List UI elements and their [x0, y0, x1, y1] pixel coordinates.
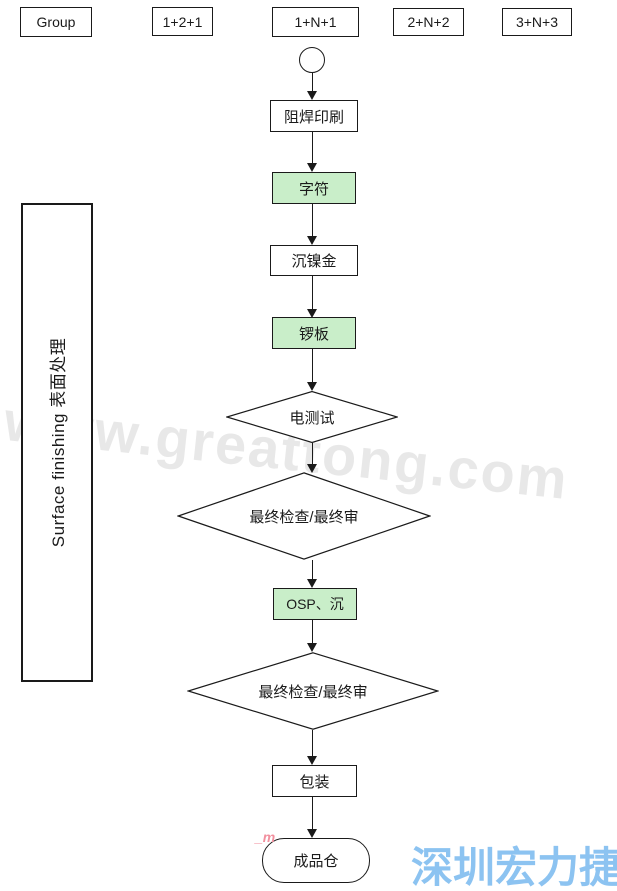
node-label: 包装	[299, 773, 330, 791]
flow-arrow	[307, 443, 317, 473]
diamond-shape	[187, 652, 439, 730]
node-label: 电测试	[289, 409, 335, 427]
node-electrical-test: 电测试	[226, 391, 398, 443]
node-final-inspection-1: 最终检查/最终审	[177, 472, 431, 560]
node-label: 锣板	[298, 325, 329, 343]
node-enig: 沉镍金	[270, 245, 358, 276]
node-routing: 锣板	[272, 317, 356, 349]
flow-arrow	[307, 620, 317, 652]
legend-box-1-n-1: 1+N+1	[272, 7, 359, 37]
node-label: 字符	[298, 180, 329, 198]
flow-arrow	[307, 560, 317, 588]
node-label: 成品仓	[293, 853, 339, 870]
flow-arrow	[307, 73, 317, 100]
flow-arrow	[307, 276, 317, 318]
node-finished-goods-warehouse: 成品仓	[262, 838, 370, 883]
flow-arrow	[307, 730, 317, 765]
node-label: 最终检查/最终审	[258, 683, 368, 701]
node-packing: 包装	[272, 765, 357, 797]
stray-mark: _m	[255, 829, 276, 845]
legend-box-2-n-2: 2+N+2	[393, 8, 464, 36]
surface-finishing-panel: Surface finishing 表面处理	[21, 203, 93, 682]
node-label: 沉镍金	[291, 253, 337, 270]
legend-label: 3+N+3	[515, 14, 559, 30]
legend-label: Group	[36, 14, 76, 30]
node-final-inspection-2: 最终检查/最终审	[187, 652, 439, 730]
node-label: OSP、沉	[286, 596, 344, 612]
flow-arrow	[307, 797, 317, 838]
legend-label: 1+2+1	[162, 13, 203, 30]
legend-box-group: Group	[20, 7, 92, 37]
flow-arrow	[307, 132, 317, 172]
node-solder-mask-print: 阻焊印刷	[270, 100, 358, 132]
node-label: 阻焊印刷	[283, 108, 344, 126]
surface-finishing-label: Surface finishing 表面处理	[49, 337, 69, 548]
node-silkscreen-legend: 字符	[272, 172, 356, 204]
legend-label: 1+N+1	[294, 14, 337, 30]
flow-arrow	[307, 204, 317, 245]
legend-box-3-n-3: 3+N+3	[502, 8, 572, 36]
flow-arrow	[307, 349, 317, 391]
diamond-shape	[177, 472, 431, 560]
node-label: 最终检查/最终审	[249, 508, 359, 526]
legend-label: 2+N+2	[407, 14, 450, 30]
diamond-shape	[226, 391, 398, 443]
node-osp: OSP、沉	[273, 588, 357, 620]
start-node	[299, 47, 325, 73]
legend-box-1-2-1: 1+2+1	[152, 7, 213, 36]
brand-logo-text: 深圳宏力捷	[411, 844, 617, 891]
